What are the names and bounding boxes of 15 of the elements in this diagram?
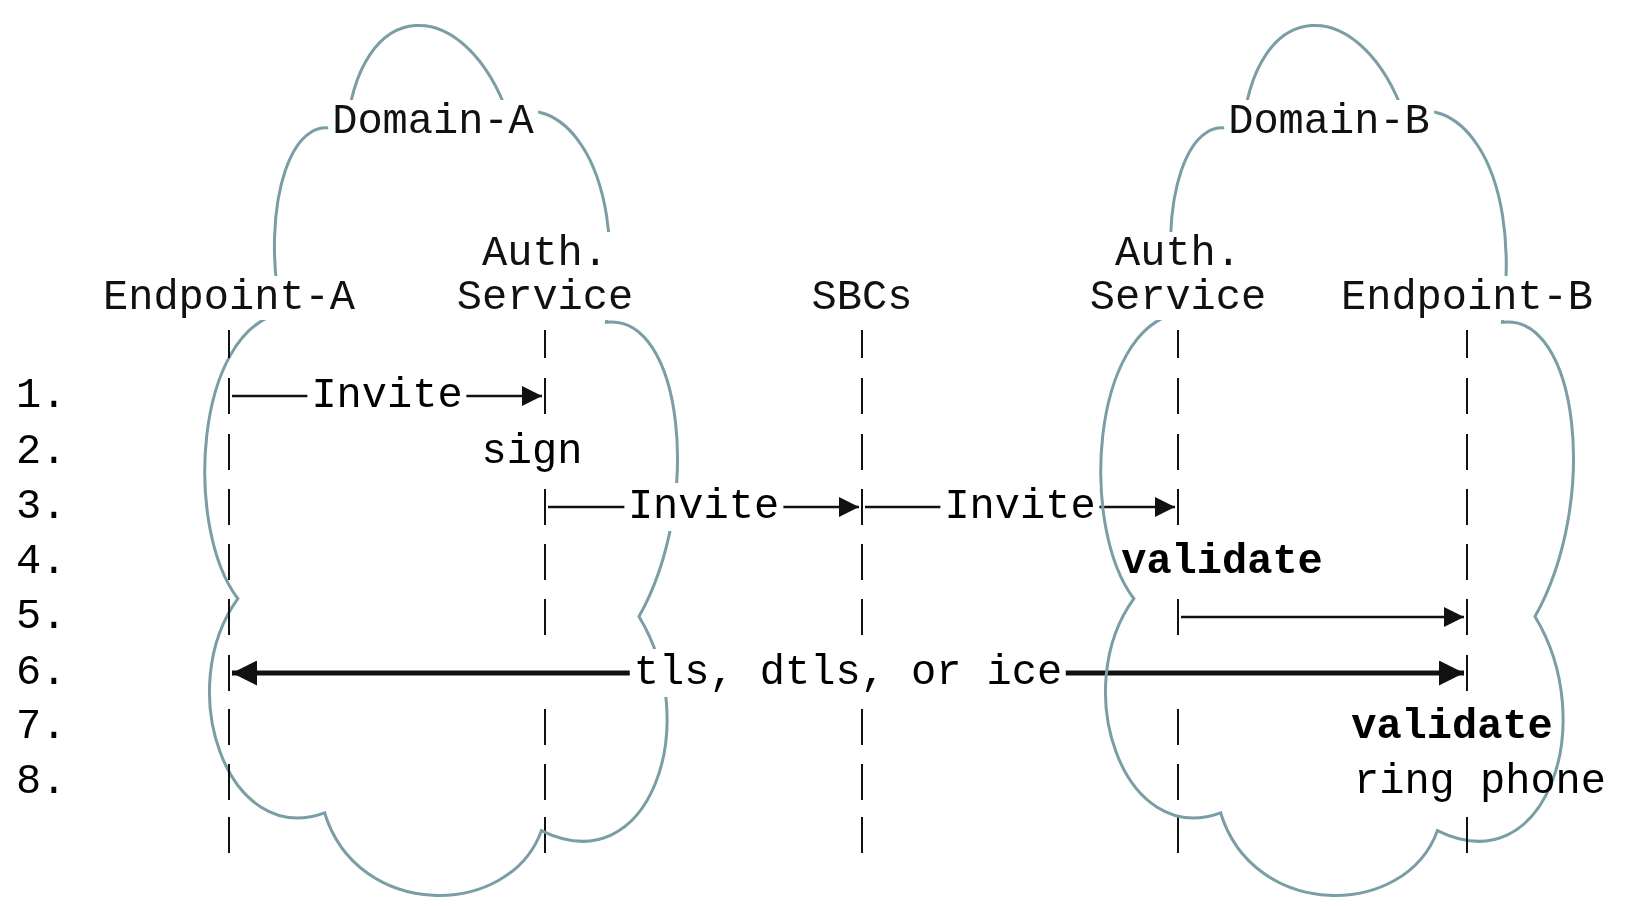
- step-note: ring phone: [1353, 758, 1607, 806]
- step-note: validate: [1350, 703, 1554, 751]
- step-number: 7.: [15, 703, 68, 751]
- step-number: 8.: [15, 758, 68, 806]
- step-number: 1.: [15, 372, 68, 420]
- step-number: 6.: [15, 649, 68, 697]
- step-note: validate: [1120, 538, 1324, 586]
- edge-label: tls, dtls, or ice: [629, 649, 1067, 697]
- edge-label: Invite: [623, 483, 784, 531]
- step-number: 2.: [15, 428, 68, 476]
- step-number: 3.: [15, 483, 68, 531]
- step-note: sign: [480, 428, 584, 476]
- step-number: 4.: [15, 538, 68, 586]
- message-arrow: [1181, 607, 1464, 627]
- step-number: 5.: [15, 593, 68, 641]
